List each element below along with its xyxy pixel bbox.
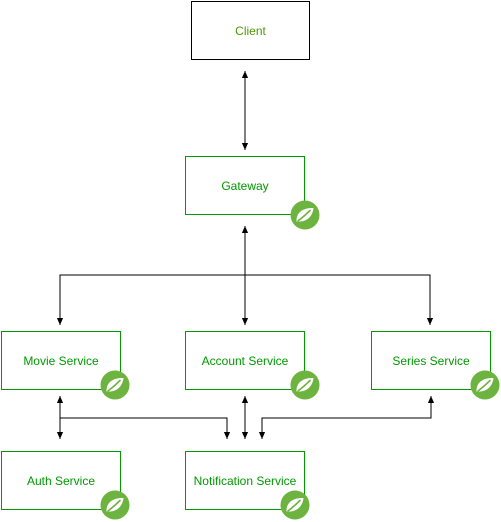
client-node[interactable]: Client (191, 1, 310, 60)
account-service-node[interactable]: Account Service (185, 331, 305, 390)
edge-series-to-notification (258, 396, 435, 439)
spring-leaf-icon (280, 490, 310, 520)
edge-movie-to-notification (60, 417, 231, 439)
spring-leaf-icon (100, 370, 130, 400)
spring-leaf-icon (290, 200, 320, 230)
edge-gateway-to-movie (56, 274, 245, 325)
spring-leaf-icon (290, 370, 320, 400)
account-service-label: Account Service (201, 353, 289, 368)
series-service-label: Series Service (392, 353, 470, 368)
movie-service-node[interactable]: Movie Service (1, 331, 121, 390)
auth-service-label: Auth Service (26, 473, 96, 488)
movie-service-label: Movie Service (23, 353, 99, 368)
client-label: Client (235, 23, 266, 38)
edge-gateway-to-series (245, 274, 434, 325)
notification-service-label: Notification Service (193, 473, 297, 488)
gateway-label: Gateway (221, 178, 269, 193)
spring-leaf-icon (100, 490, 130, 520)
spring-leaf-icon (470, 370, 500, 400)
auth-service-node[interactable]: Auth Service (1, 451, 121, 510)
series-service-node[interactable]: Series Service (371, 331, 491, 390)
gateway-node[interactable]: Gateway (185, 156, 305, 215)
